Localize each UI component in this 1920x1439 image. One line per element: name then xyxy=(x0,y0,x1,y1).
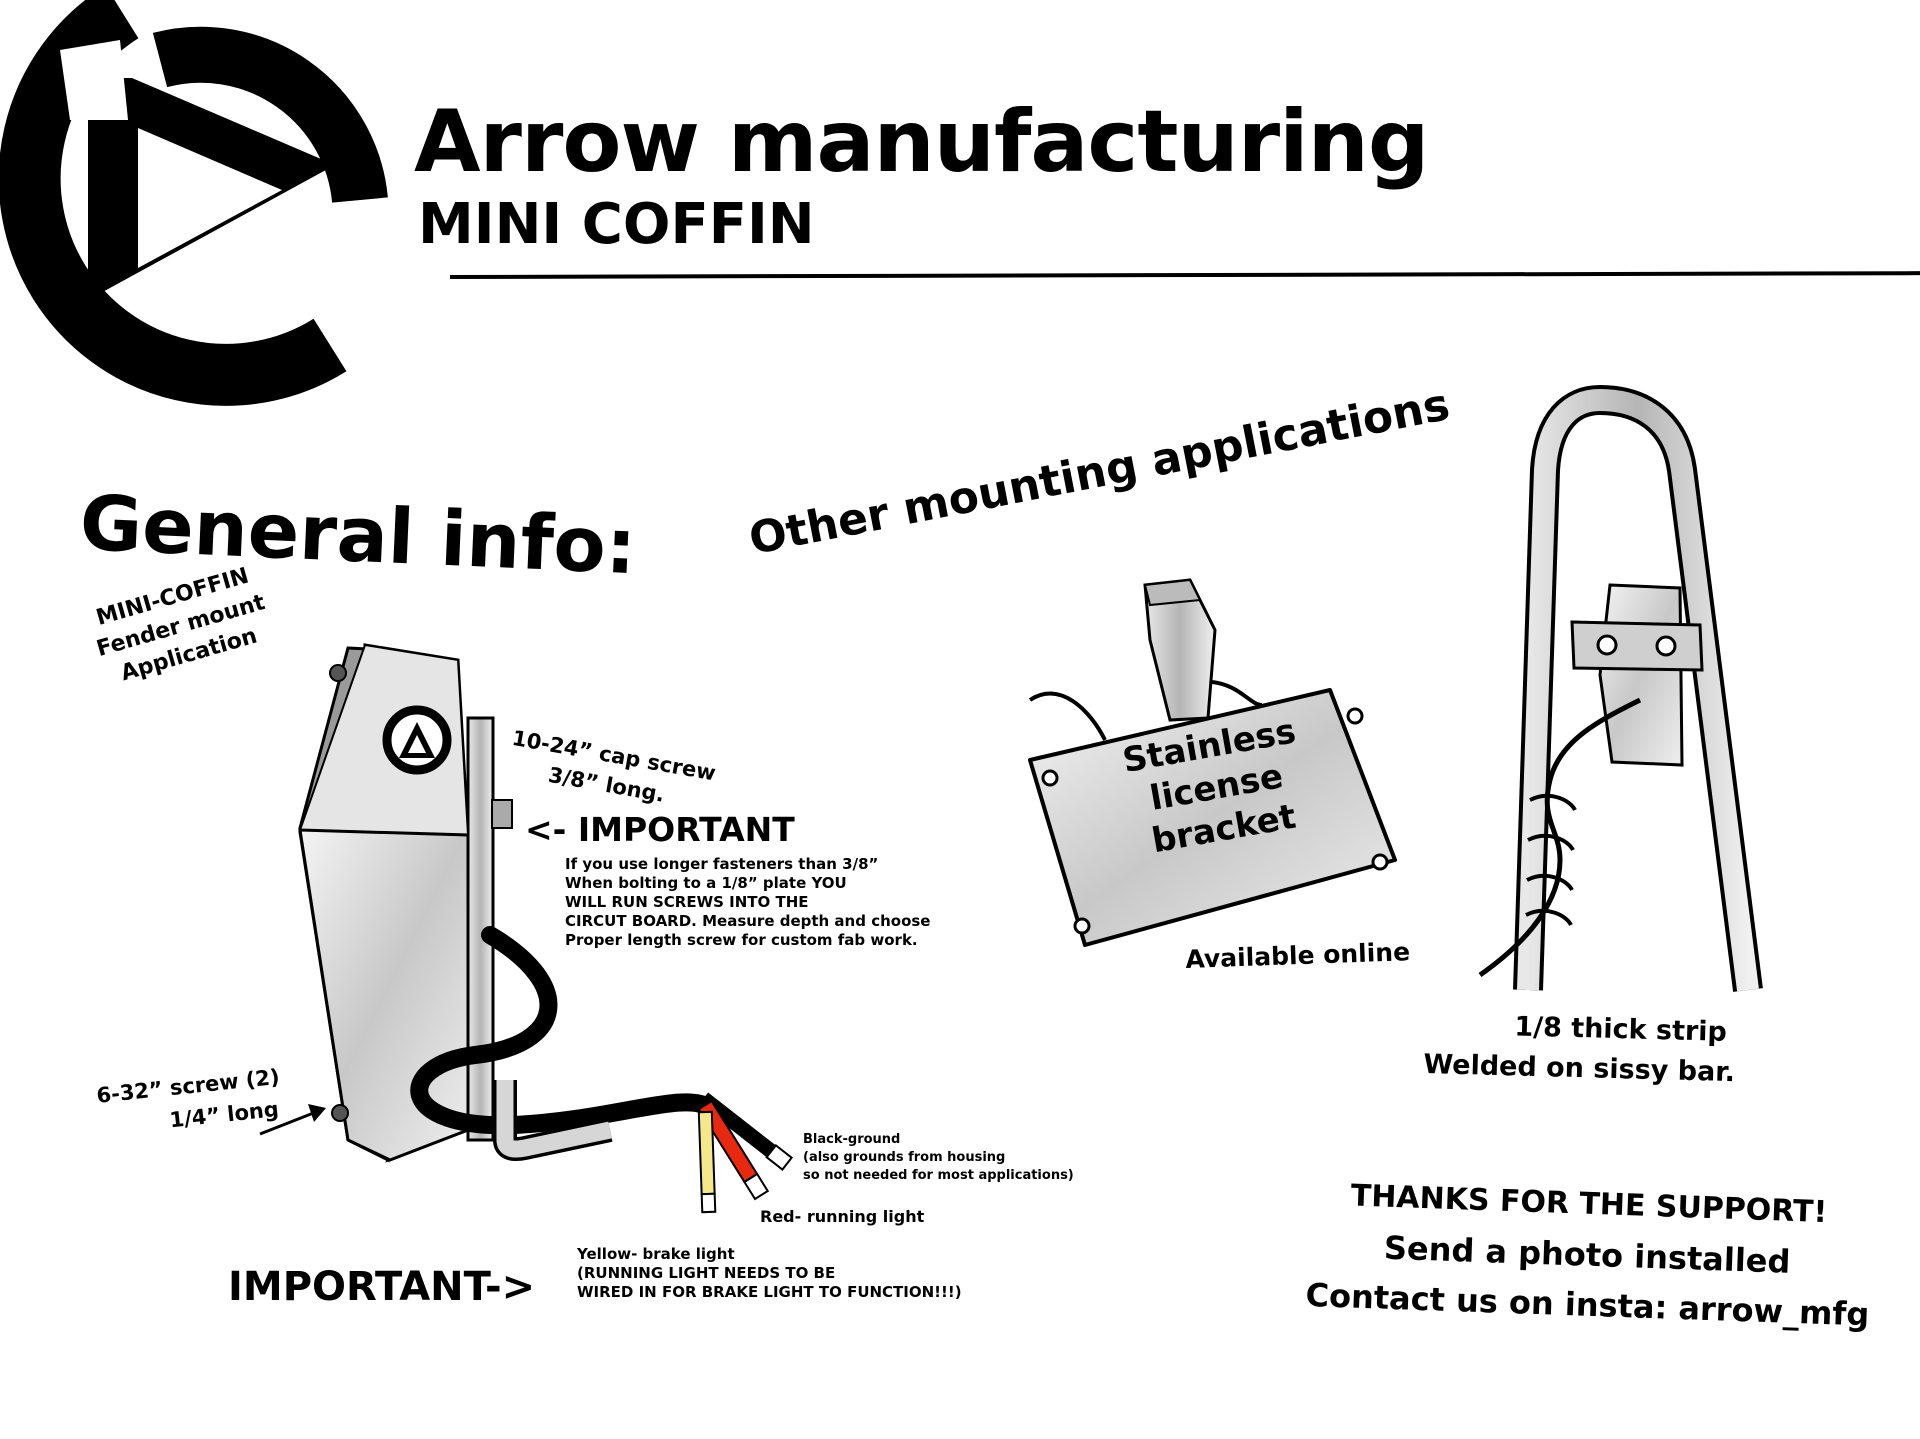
note-line: WILL RUN SCREWS INTO THE xyxy=(565,893,809,911)
thanks-message: THANKS FOR THE SUPPORT! Send a photo ins… xyxy=(1305,1170,1870,1339)
sissy-bar-icon xyxy=(1478,384,1763,992)
important-callout-right: IMPORTANT-> xyxy=(228,1264,536,1310)
fastener-warning: If you use longer fasteners than 3/8” Wh… xyxy=(565,855,985,950)
note-line: CIRCUT BOARD. Measure depth and choose xyxy=(565,912,931,930)
page-title: Arrow manufacturing xyxy=(414,92,1429,192)
black-wire-line: Black-ground xyxy=(803,1132,901,1147)
red-wire-label: Red- running light xyxy=(760,1207,925,1226)
yellow-wire-label: Yellow- brake light (RUNNING LIGHT NEEDS… xyxy=(577,1245,962,1302)
important-callout-left: <- IMPORTANT xyxy=(525,810,795,849)
note-line: When bolting to a 1/8” plate YOU xyxy=(565,874,847,892)
black-wire-line: (also grounds from housing xyxy=(803,1150,1006,1165)
black-wire-line: so not needed for most applications) xyxy=(803,1168,1074,1183)
note-line: If you use longer fasteners than 3/8” xyxy=(565,855,879,873)
yellow-wire-line: Yellow- brake light xyxy=(577,1245,735,1263)
sissy-bar-line: Welded on sissy bar. xyxy=(1423,1048,1736,1089)
coffin-light-icon xyxy=(259,643,794,1214)
license-bracket-icon xyxy=(1028,578,1397,947)
yellow-wire-line: (RUNNING LIGHT NEEDS TO BE xyxy=(577,1264,836,1282)
product-name: MINI COFFIN xyxy=(418,192,815,257)
yellow-wire-line: WIRED IN FOR BRAKE LIGHT TO FUNCTION!!!) xyxy=(577,1283,962,1301)
black-wire-label: Black-ground (also grounds from housing … xyxy=(803,1131,1074,1185)
sissy-bar-label: 1/8 thick strip Welded on sissy bar. xyxy=(1423,1005,1737,1093)
note-line: Proper length screw for custom fab work. xyxy=(565,931,918,949)
arrow-logo-icon xyxy=(0,0,388,406)
